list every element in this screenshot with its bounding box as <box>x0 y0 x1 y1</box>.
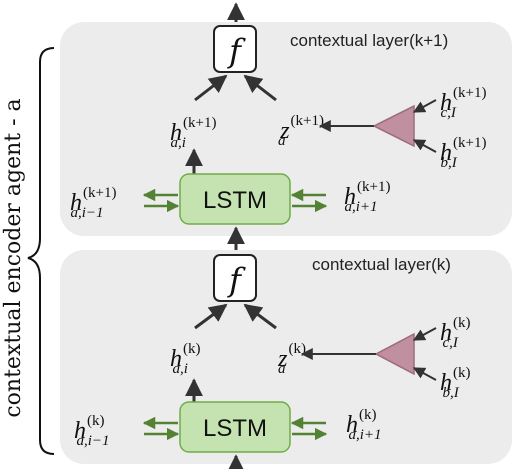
h-b-label: h(k)b,I <box>440 365 471 401</box>
aggregator-triangle <box>372 104 415 148</box>
z-label: z(k+1)a <box>278 113 324 149</box>
f-box <box>213 254 257 302</box>
h-to-f-arrow <box>194 74 228 102</box>
z-to-f-arrow <box>243 74 277 102</box>
layer-title: contextual layer(k+1) <box>290 31 448 50</box>
layer-panel <box>60 250 512 464</box>
h-out-label: h(k+1)a,i <box>170 115 216 151</box>
left-brace <box>27 47 55 455</box>
h-to-f-arrow <box>194 303 228 330</box>
contextual-layer-k-plus-1: contextual layer(k+1) f h(k+1)a,i z(k+1)… <box>60 2 512 236</box>
z-to-f-arrow <box>243 303 277 330</box>
layer-title: contextual layer(k) <box>312 255 451 274</box>
h-prev-label: h(k)a,i−1 <box>74 413 110 449</box>
side-label: contextual encoder agent - a <box>1 98 26 417</box>
hc-to-triangle-arrow <box>412 327 437 341</box>
f-box <box>213 25 257 73</box>
lstm-box <box>179 173 291 225</box>
contextual-layer-k: contextual layer(k) f h(k)a,i z(k)a h(k)… <box>60 250 512 469</box>
lstm-label: LSTM <box>203 187 267 214</box>
h-next-label: h(k)a,i+1 <box>346 407 382 443</box>
h-prev-label: h(k+1)a,i−1 <box>70 185 116 221</box>
h-b-label: h(k+1)b,I <box>440 135 486 171</box>
layer-panel <box>60 22 512 236</box>
h-c-label: h(k+1)c,I <box>440 85 486 121</box>
lstm-box <box>179 401 291 453</box>
h-out-label: h(k)a,i <box>170 341 201 377</box>
hc-to-triangle-arrow <box>412 99 437 113</box>
h-c-label: h(k)c,I <box>440 315 471 351</box>
h-next-label: h(k+1)a,i+1 <box>344 179 390 215</box>
hb-to-triangle-arrow <box>412 139 437 153</box>
lstm-label: LSTM <box>203 415 267 442</box>
hb-to-triangle-arrow <box>412 367 437 381</box>
aggregator-triangle <box>374 332 415 376</box>
